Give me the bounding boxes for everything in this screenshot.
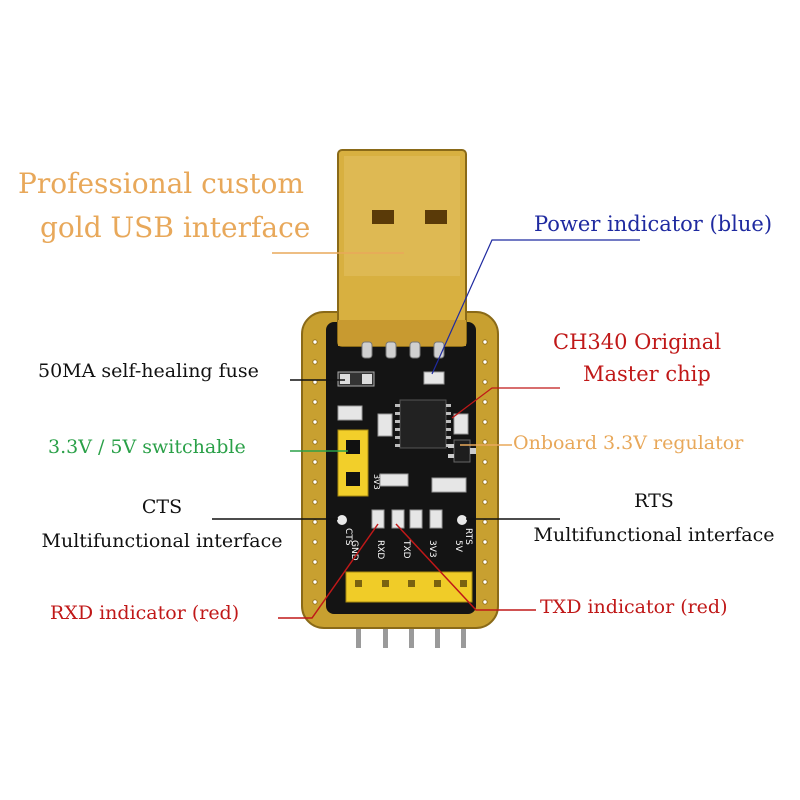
power-led bbox=[423, 371, 445, 385]
resistor bbox=[429, 509, 443, 529]
rts-label: RTS Multifunctional interface bbox=[514, 484, 794, 552]
pcb-edge-holes bbox=[312, 339, 488, 605]
fuse-component bbox=[337, 371, 375, 387]
leader-lines bbox=[212, 239, 640, 619]
txd-leader bbox=[395, 523, 536, 611]
switch-label: 3.3V / 5V switchable bbox=[48, 436, 246, 458]
usb-interface-line1: Professional custom bbox=[18, 167, 304, 200]
pin-label: TXD bbox=[401, 539, 411, 559]
ch340-line1: CH340 Original bbox=[553, 330, 722, 354]
usb-connector bbox=[337, 149, 467, 347]
capacitor bbox=[377, 413, 393, 437]
ch340-leader bbox=[451, 387, 560, 419]
pin-label: 5V bbox=[453, 540, 463, 553]
power-leader bbox=[431, 239, 640, 375]
rts-line1: RTS bbox=[634, 490, 674, 512]
capacitor bbox=[431, 477, 467, 493]
ch340-line2: Master chip bbox=[583, 362, 711, 386]
rts-silkscreen: RTS bbox=[463, 528, 473, 545]
rts-line2: Multifunctional interface bbox=[533, 524, 775, 546]
resistor bbox=[379, 473, 409, 487]
txd-led bbox=[391, 509, 405, 529]
capacitor bbox=[337, 405, 363, 421]
capacitor bbox=[453, 413, 469, 435]
power-indicator-label: Power indicator (blue) bbox=[534, 212, 773, 236]
jumper-switch bbox=[337, 429, 369, 497]
jumper-silkscreen: 3V3 bbox=[372, 474, 381, 490]
txd-indicator-label: TXD indicator (red) bbox=[540, 596, 728, 618]
usb-solder-tabs bbox=[361, 341, 445, 359]
cts-silkscreen: CTS bbox=[343, 528, 353, 546]
usb-interface-label: Professional custom gold USB interface bbox=[18, 162, 310, 250]
rxd-led bbox=[371, 509, 385, 529]
rts-pad bbox=[457, 515, 467, 525]
cts-line2: Multifunctional interface bbox=[41, 530, 283, 552]
pin-labels: GND RXD TXD 3V3 5V bbox=[349, 539, 463, 561]
regulator-label: Onboard 3.3V regulator bbox=[513, 432, 744, 454]
ch340-label: CH340 Original Master chip bbox=[553, 326, 721, 390]
rxd-indicator-label: RXD indicator (red) bbox=[50, 602, 240, 624]
pin-label: 3V3 bbox=[427, 540, 437, 558]
rxd-leader bbox=[278, 523, 379, 619]
header-pin-holes bbox=[355, 580, 467, 587]
fuse-label: 50MA self-healing fuse bbox=[38, 360, 259, 382]
cts-pad bbox=[337, 515, 347, 525]
pin-label: RXD bbox=[375, 540, 385, 559]
cts-line1: CTS bbox=[141, 496, 183, 518]
cts-label: CTS Multifunctional interface bbox=[22, 490, 302, 558]
pin-label: GND bbox=[349, 540, 359, 561]
usb-interface-line2: gold USB interface bbox=[40, 211, 311, 244]
resistor bbox=[409, 509, 423, 529]
pcb-black bbox=[326, 322, 476, 614]
ch340-chip bbox=[395, 399, 451, 449]
